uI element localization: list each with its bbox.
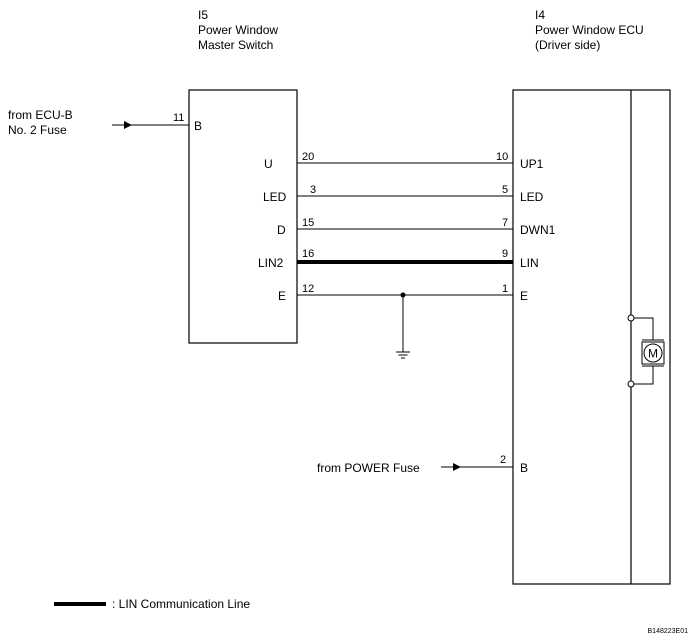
terminal-ecu-e: E (520, 289, 528, 303)
pin-switch-led: 3 (310, 184, 316, 196)
ecu-code: I4 (535, 8, 545, 22)
pin-ecu-e: 1 (502, 283, 508, 295)
pin-ecu-lin: 9 (502, 248, 508, 260)
ecu-name-line2: (Driver side) (535, 38, 600, 52)
terminal-switch-e: E (278, 289, 286, 303)
legend-lin-text: : LIN Communication Line (112, 597, 250, 611)
terminal-switch-b: B (194, 119, 202, 133)
motor-label: M (648, 347, 658, 361)
pin-ecu-dwn1: 7 (502, 217, 508, 229)
motor-icon: M (643, 343, 663, 363)
arrow-ecu-b-icon (124, 121, 132, 129)
source-ecu-b-line1: from ECU-B (8, 108, 73, 122)
pin-switch-b: 11 (173, 112, 184, 124)
ecu-box (512, 89, 671, 585)
terminal-ecu-up1: UP1 (520, 157, 544, 171)
source-power-fuse: from POWER Fuse (317, 461, 420, 475)
ecu-name-line1: Power Window ECU (535, 23, 644, 37)
terminal-switch-u: U (264, 157, 273, 171)
pin-ecu-led: 5 (502, 184, 508, 196)
ground-icon (396, 295, 410, 359)
arrow-power-fuse-icon (453, 463, 461, 471)
motor-circuit (627, 314, 665, 388)
terminal-switch-lin2: LIN2 (258, 256, 284, 270)
terminal-ecu-dwn1: DWN1 (520, 223, 556, 237)
pin-ecu-up1: 10 (496, 151, 508, 163)
master-switch-box (188, 89, 298, 344)
switch-name-line1: Power Window (198, 23, 278, 37)
terminal-ecu-led: LED (520, 190, 544, 204)
figure-code: B148223E01 (648, 628, 689, 635)
terminal-ecu-b: B (520, 461, 528, 475)
source-ecu-b-line2: No. 2 Fuse (8, 123, 67, 137)
pin-ecu-b: 2 (500, 454, 506, 466)
switch-name-line2: Master Switch (198, 38, 273, 52)
pin-switch-lin2: 16 (302, 248, 314, 260)
terminal-ecu-lin: LIN (520, 256, 539, 270)
pin-switch-e: 12 (302, 283, 314, 295)
switch-code: I5 (198, 8, 208, 22)
pin-switch-d: 15 (302, 217, 314, 229)
pin-switch-u: 20 (302, 151, 314, 163)
terminal-switch-d: D (277, 223, 286, 237)
terminal-switch-led: LED (263, 190, 287, 204)
